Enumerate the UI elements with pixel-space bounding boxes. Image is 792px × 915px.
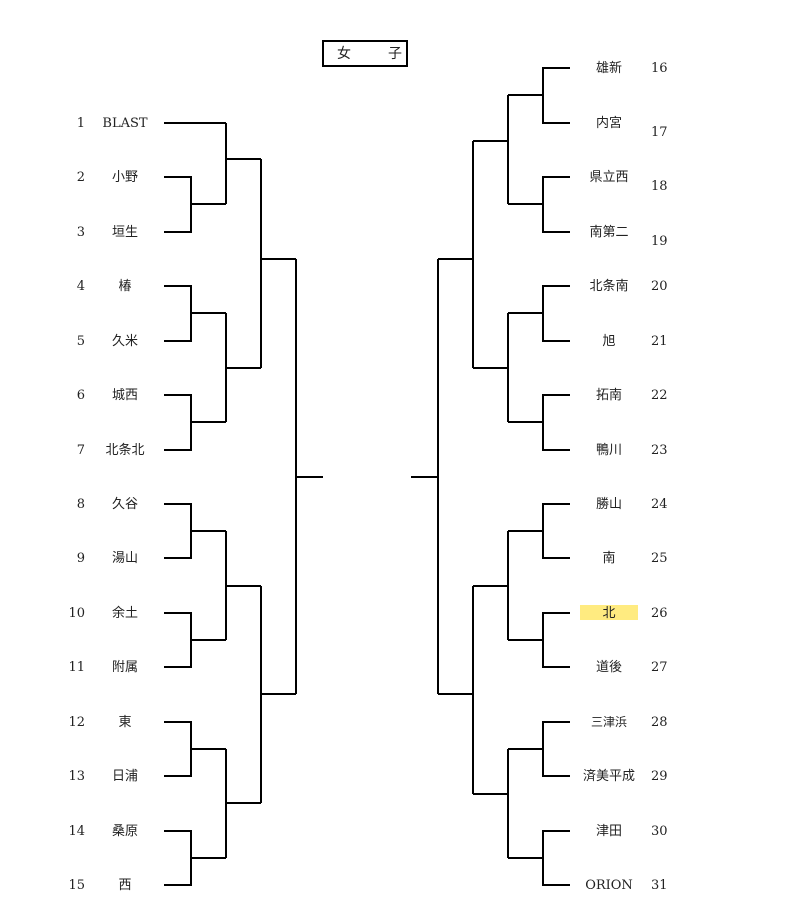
team-name: 附属 xyxy=(111,660,138,675)
seed-number: 21 xyxy=(651,334,668,349)
team-name: 済美平成 xyxy=(582,769,635,784)
team-name: 南第二 xyxy=(589,225,629,240)
seed-number: 22 xyxy=(651,388,668,403)
team-name: 余土 xyxy=(111,606,138,621)
bracket-line-left-r1 xyxy=(164,176,192,233)
team-name: 鴨川 xyxy=(595,443,622,458)
seed-number: 26 xyxy=(651,606,668,621)
seed-number: 10 xyxy=(68,606,85,621)
seed-number: 27 xyxy=(651,660,668,675)
bracket-line-right-r1 xyxy=(542,394,570,451)
team-name: 城西 xyxy=(111,388,138,403)
team-name: 拓南 xyxy=(595,388,622,403)
bracket-line-left-r1 xyxy=(164,503,192,559)
team-name: 久米 xyxy=(111,334,138,349)
seed-number: 28 xyxy=(651,715,668,730)
seed-number: 16 xyxy=(651,61,668,76)
bracket-line-left-r1 xyxy=(164,612,192,668)
seed-number: 6 xyxy=(76,388,85,403)
seed-number: 5 xyxy=(76,334,85,349)
seed-number: 13 xyxy=(68,769,85,784)
team-name: 垣生 xyxy=(111,225,138,240)
team-name: 雄新 xyxy=(595,61,622,76)
seed-number: 20 xyxy=(651,279,668,294)
team-name: 勝山 xyxy=(595,497,622,512)
team-name: 津田 xyxy=(595,824,622,839)
team-name: 北条北 xyxy=(105,443,145,458)
bracket-line-right-r1 xyxy=(542,721,570,777)
team-name: 北条南 xyxy=(589,279,629,294)
seed-number: 2 xyxy=(76,170,85,185)
seed-number: 4 xyxy=(76,279,85,294)
team-name: 東 xyxy=(118,715,132,730)
bracket-line-left-r1 xyxy=(164,394,192,451)
bracket-line-right-r1 xyxy=(542,612,570,668)
seed-number: 25 xyxy=(651,551,668,566)
bracket-line-right-r1 xyxy=(542,503,570,559)
seed-number: 9 xyxy=(76,551,85,566)
title-char-2: 子 xyxy=(388,46,402,62)
team-highlight xyxy=(580,605,638,620)
seed-number: 14 xyxy=(68,824,85,839)
team-name: 県立西 xyxy=(589,170,629,185)
team-name: 三津浜 xyxy=(590,715,627,729)
team-name: 道後 xyxy=(595,660,622,675)
seed-number: 30 xyxy=(651,824,668,839)
seed-number: 17 xyxy=(651,125,668,140)
team-name: 内宮 xyxy=(595,116,622,131)
seed-number: 31 xyxy=(651,878,668,893)
bracket-line-left-r1 xyxy=(164,285,192,342)
seed-number: 23 xyxy=(651,443,668,458)
bracket-line-right-r1 xyxy=(542,285,570,342)
seed-number: 12 xyxy=(68,715,85,730)
seed-number: 24 xyxy=(651,497,668,512)
bracket-line-left-r1 xyxy=(164,830,192,886)
bracket-line-right-r1 xyxy=(542,67,570,124)
seed-number: 1 xyxy=(76,116,85,131)
team-name: 椿 xyxy=(118,279,132,294)
seed-number: 3 xyxy=(76,225,85,240)
team-name: 西 xyxy=(118,878,132,893)
bracket-line-right-r1 xyxy=(542,830,570,886)
seed-number: 8 xyxy=(76,497,85,512)
team-name: 日浦 xyxy=(111,769,138,784)
seed-number: 11 xyxy=(68,660,85,675)
bracket-line-right-r1 xyxy=(542,176,570,233)
team-name: 久谷 xyxy=(111,497,138,512)
seed-number: 7 xyxy=(76,443,85,458)
team-name: ORION xyxy=(585,878,633,893)
bracket-title-box: 女 子 xyxy=(322,40,408,67)
team-name: 桑原 xyxy=(111,824,138,839)
team-name: 湯山 xyxy=(111,551,138,566)
team-name: 旭 xyxy=(602,334,616,349)
team-name: 小野 xyxy=(111,170,138,185)
title-char-1: 女 xyxy=(337,46,351,62)
team-name: 南 xyxy=(602,551,616,566)
bracket-line-left-r1 xyxy=(164,721,192,777)
team-name: BLAST xyxy=(102,116,148,131)
seed-number: 19 xyxy=(651,234,668,249)
seed-number: 15 xyxy=(68,878,85,893)
seed-number: 18 xyxy=(651,179,668,194)
team-name-highlighted: 北 xyxy=(602,606,616,621)
seed-number: 29 xyxy=(651,769,668,784)
